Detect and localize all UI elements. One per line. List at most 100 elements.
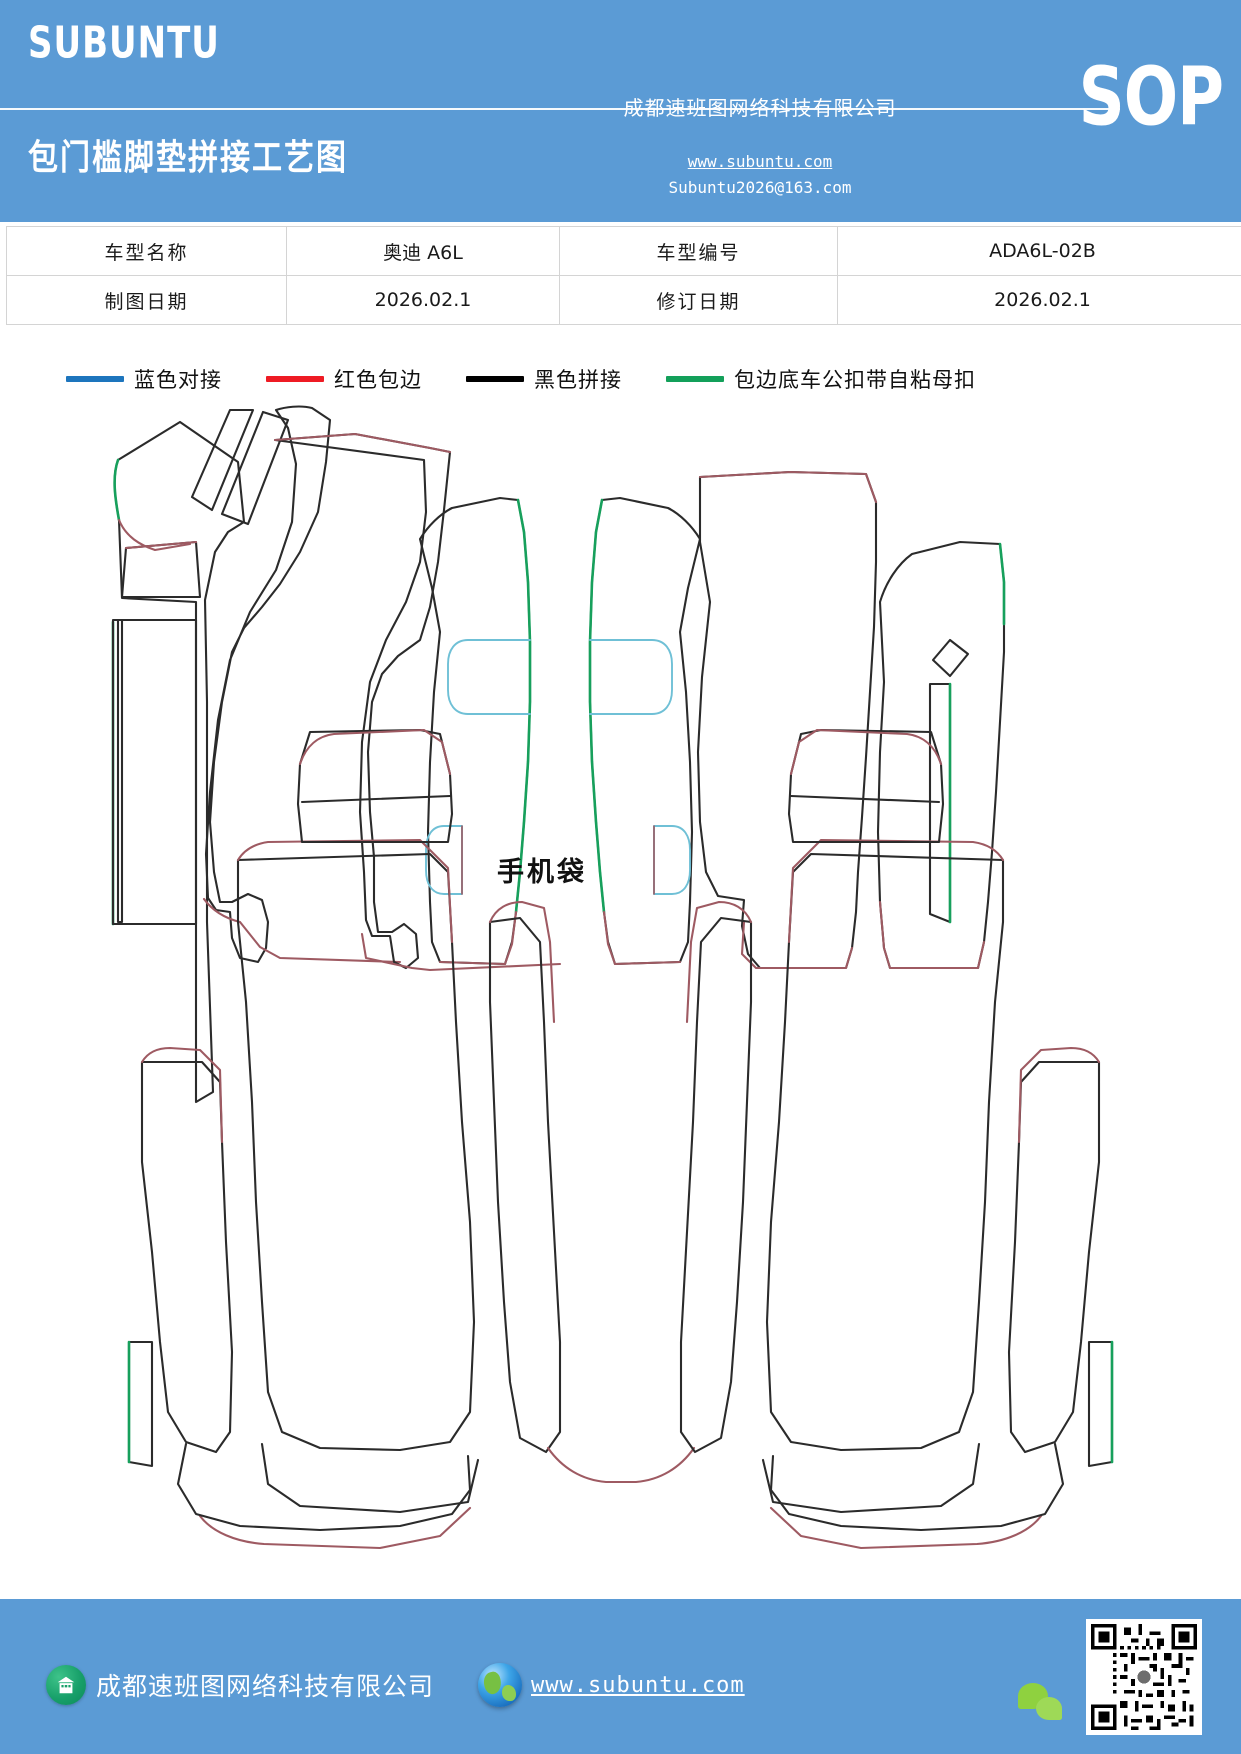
- legend-label-blue: 蓝色对接: [134, 368, 222, 392]
- page-header: SUBUNTU 成都速班图网络科技有限公司 包门槛脚垫拼接工艺图 SOP www…: [0, 0, 1241, 222]
- left-kick-panel-green-edge: [113, 458, 121, 522]
- page-footer: 成都速班图网络科技有限公司 www.subuntu.com: [0, 1599, 1241, 1754]
- table-row: 车型名称 奥迪 A6L 车型编号 ADA6L-02B: [6, 226, 1241, 276]
- technical-drawing: 手机袋: [0, 402, 1241, 1600]
- right-rear-outer-flank-red: [685, 900, 753, 1024]
- left-rear-mat-inner-top: [296, 728, 454, 844]
- line-swatch-black-icon: [466, 376, 524, 382]
- right-rear-mat-crossbar: [789, 794, 941, 804]
- left-rear-sill: [127, 1340, 154, 1468]
- line-swatch-blue-icon: [66, 376, 124, 382]
- left-rear-mat: [236, 852, 476, 1452]
- legend-item-green: 包边底车公扣带自粘母扣: [666, 364, 976, 394]
- header-website-link[interactable]: www.subuntu.com: [687, 152, 833, 171]
- left-kick-panel-red-edge: [117, 518, 192, 552]
- building-icon: [46, 1665, 86, 1705]
- page-title: 包门槛脚垫拼接工艺图: [28, 137, 348, 179]
- sop-badge: SOP: [1078, 52, 1224, 145]
- value-draw-date: 2026.02.1: [286, 275, 560, 325]
- left-upper-wedge-a: [190, 408, 255, 512]
- right-door-pocket: [589, 639, 673, 715]
- left-rear-mat-red-top: [236, 838, 454, 944]
- legend-item-red: 红色包边: [266, 364, 422, 394]
- wechat-bubble-small: [1036, 1697, 1062, 1720]
- footer-company-label: 成都速班图网络科技有限公司: [96, 1672, 435, 1701]
- footer-website-label[interactable]: www.subuntu.com: [531, 1672, 745, 1698]
- left-rear-mat-crossbar: [300, 794, 452, 804]
- legend-label-black: 黑色拼接: [534, 368, 622, 392]
- right-rear-foot: [769, 1442, 1065, 1532]
- left-front-mat-red-edge: [202, 897, 402, 964]
- left-door-pocket: [447, 639, 531, 715]
- right-door-panel-red-edge: [602, 910, 682, 966]
- right-rear-mat-bottom-band: [761, 1442, 981, 1514]
- wechat-icon: [1018, 1683, 1070, 1723]
- right-kick-panel-green-edge: [998, 542, 1006, 626]
- left-small-tab-edge: [124, 540, 198, 550]
- left-upper-wedge-b: [220, 410, 290, 526]
- value-model-code: ADA6L-02B: [837, 226, 1241, 276]
- left-inner-mat-red-bottom: [360, 932, 562, 972]
- header-company-name: 成都速班图网络科技有限公司: [623, 96, 897, 120]
- phone-pocket-right: [653, 825, 691, 895]
- left-rear-foot: [176, 1442, 472, 1532]
- left-sill-strip: [116, 618, 124, 924]
- left-door-panel-green-edge: [514, 498, 532, 914]
- line-swatch-green-icon: [666, 376, 724, 382]
- legend-item-black: 黑色拼接: [466, 364, 622, 394]
- legend-item-blue: 蓝色对接: [66, 364, 222, 394]
- right-rear-mat-red-top: [787, 838, 1005, 944]
- legend-label-green: 包边底车公扣带自粘母扣: [734, 368, 976, 392]
- label-model-code: 车型编号: [559, 226, 838, 276]
- line-swatch-red-icon: [266, 376, 324, 382]
- right-door-panel-green-edge: [588, 498, 606, 914]
- right-rear-side: [1007, 1060, 1101, 1454]
- value-model-name: 奥迪 A6L: [286, 226, 560, 276]
- left-inner-mat: [273, 432, 452, 970]
- right-rear-mat: [765, 852, 1005, 1452]
- right-rear-side-red: [1017, 1046, 1101, 1144]
- left-front-mat: [204, 405, 332, 964]
- header-email[interactable]: Subuntu2026@163.com: [668, 178, 852, 197]
- globe-icon: [478, 1663, 522, 1707]
- left-sill-strip-body: [111, 618, 198, 926]
- left-rear-outer-flank-red: [488, 900, 556, 1024]
- left-rear-outer-flank: [488, 916, 562, 1454]
- left-inner-mat-red-top: [273, 432, 452, 454]
- value-revision-date: 2026.02.1: [837, 275, 1241, 325]
- label-model-name: 车型名称: [6, 226, 287, 276]
- footer-website[interactable]: www.subuntu.com: [478, 1663, 745, 1707]
- left-rear-mat-bottom-red: [198, 1506, 472, 1550]
- label-draw-date: 制图日期: [6, 275, 287, 325]
- right-sill-strip: [928, 682, 952, 924]
- label-revision-date: 修订日期: [559, 275, 838, 325]
- center-tunnel: [546, 1446, 696, 1484]
- table-row: 制图日期 2026.02.1 修订日期 2026.02.1: [6, 275, 1241, 325]
- legend-label-red: 红色包边: [334, 368, 422, 392]
- drawing-svg: [111, 405, 1114, 1550]
- phone-pocket-left: [425, 825, 463, 895]
- left-rear-side: [140, 1060, 234, 1454]
- qr-code[interactable]: [1086, 1619, 1202, 1735]
- right-rear-mat-inner-top: [787, 728, 945, 844]
- left-small-tab: [120, 540, 202, 599]
- left-rear-side-red: [140, 1046, 224, 1144]
- right-inner-mat-red-bottom: [740, 920, 854, 970]
- right-inner-mat: [696, 470, 878, 970]
- right-kick-panel-red-edge: [878, 900, 986, 970]
- header-divider: [0, 108, 1120, 110]
- right-door-panel: [588, 496, 702, 966]
- right-kick-panel: [876, 540, 1006, 970]
- right-small-tab: [931, 638, 970, 678]
- right-inner-mat-red-top: [698, 470, 878, 504]
- right-rear-mat-inner-top-red: [789, 728, 943, 776]
- left-kick-panel: [113, 420, 246, 1104]
- left-rear-mat-inner-top-red: [298, 728, 452, 776]
- right-rear-sill: [1087, 1340, 1114, 1468]
- footer-company: 成都速班图网络科技有限公司: [46, 1665, 434, 1705]
- left-door-panel-red-edge: [438, 910, 518, 966]
- right-rear-outer-flank: [679, 916, 753, 1454]
- legend: 蓝色对接 红色包边 黑色拼接 包边底车公扣带自粘母扣: [0, 356, 1241, 402]
- phone-pocket-label: 手机袋: [497, 857, 587, 888]
- vehicle-info-table: 车型名称 奥迪 A6L 车型编号 ADA6L-02B 制图日期 2026.02.…: [6, 226, 1241, 325]
